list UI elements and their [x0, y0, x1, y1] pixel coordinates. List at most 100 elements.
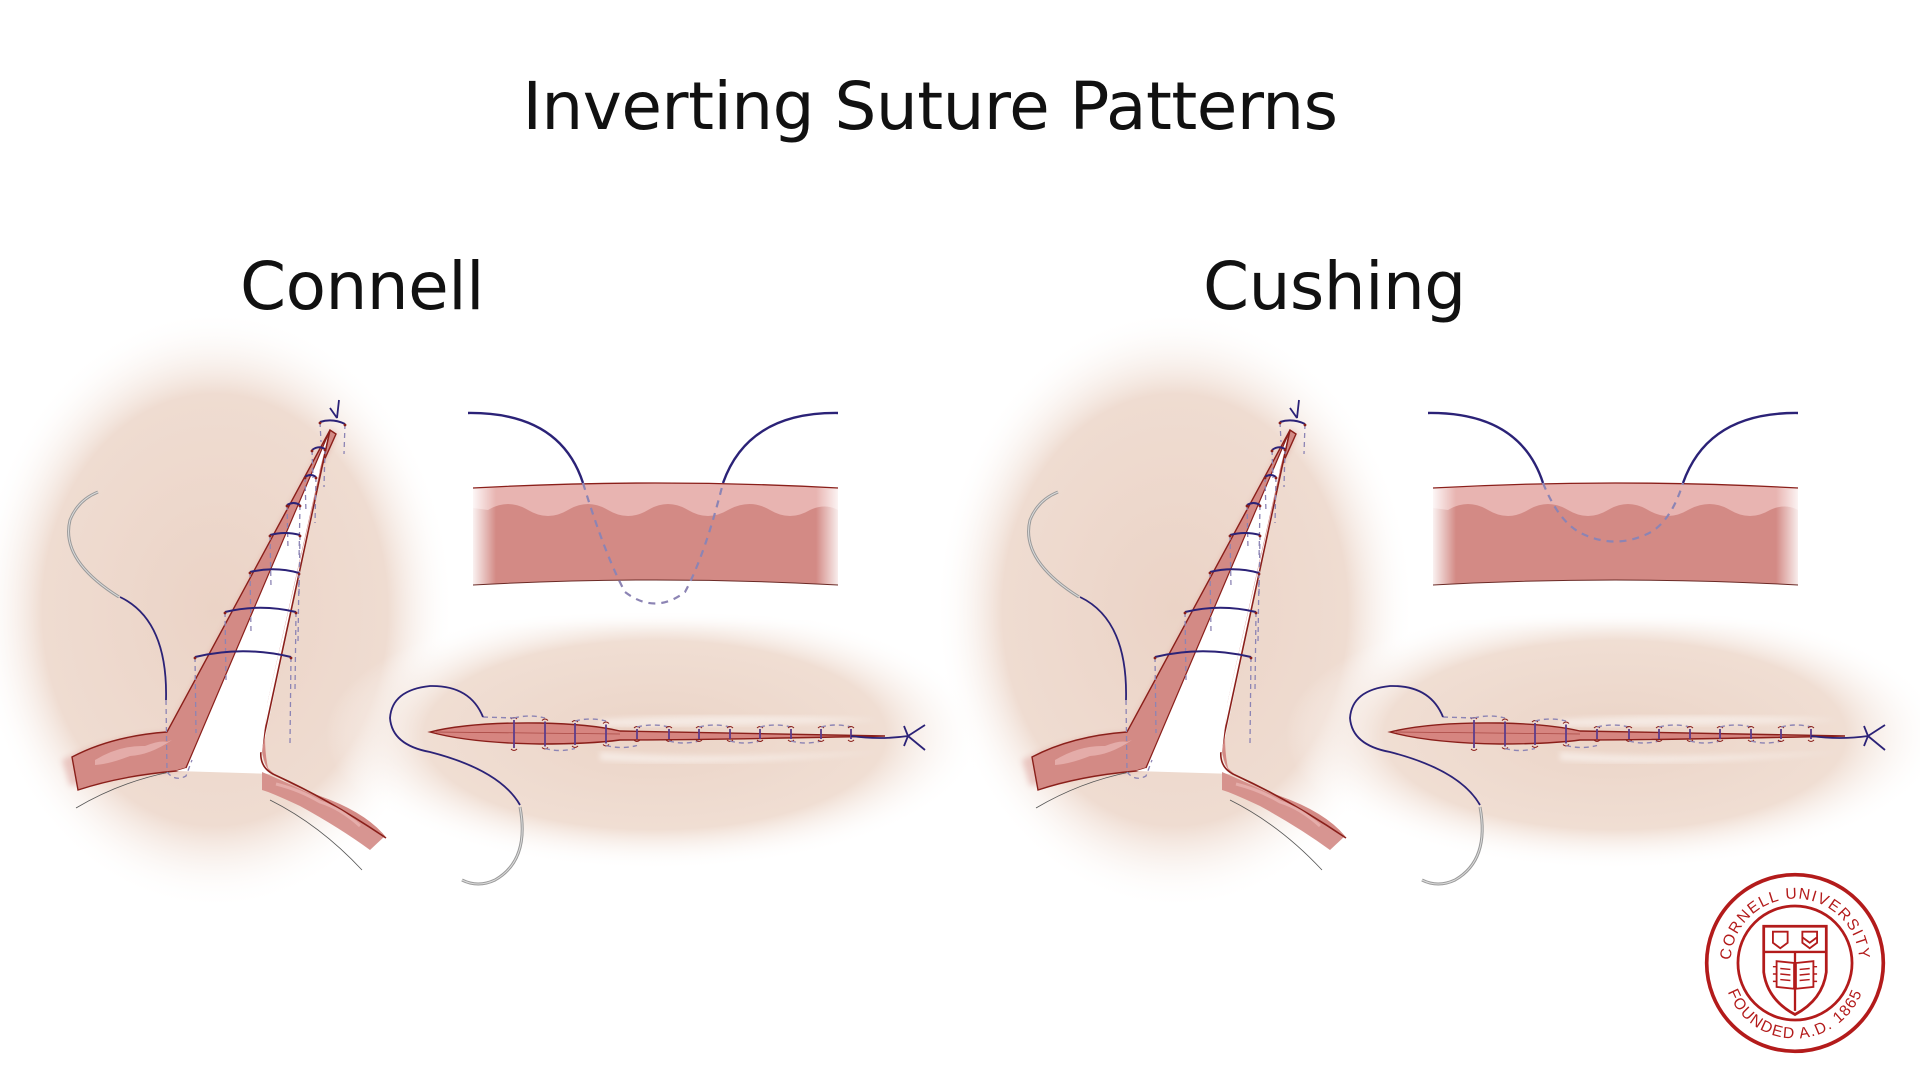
- cross-section-suture-right: [721, 411, 839, 484]
- hidden-suture-segment: [311, 448, 326, 488]
- stitch-bite: [1807, 726, 1815, 742]
- needle-highlight: [1028, 491, 1080, 598]
- stitch-exit-point: [1249, 656, 1253, 660]
- stitch-entry-point: [1263, 476, 1267, 480]
- suture-stitch: [311, 446, 326, 451]
- hidden-suture-segment: [544, 747, 576, 752]
- hidden-suture-segment: [820, 724, 852, 728]
- stitch-exit-point: [323, 448, 327, 452]
- slide-title: Inverting Suture Patterns: [522, 68, 1338, 145]
- suture-stitch: [269, 532, 301, 536]
- hidden-suture-segment: [574, 718, 607, 722]
- right-flap-lower: [262, 772, 385, 850]
- stitch-entry-point: [310, 449, 314, 453]
- hidden-suture-segment: [1534, 718, 1567, 722]
- suture-stitch: [224, 606, 297, 613]
- cross-section-fade: [470, 478, 842, 590]
- suture-knot: [329, 399, 340, 419]
- hidden-suture-segment: [1596, 724, 1630, 728]
- hidden-suture-segment: [605, 744, 638, 749]
- suture-stitch: [249, 568, 300, 574]
- stitch-exit-point: [343, 423, 347, 427]
- hidden-suture-segment: [165, 699, 193, 779]
- hidden-suture-segment: [513, 715, 546, 719]
- stitch-exit-point: [289, 656, 293, 660]
- hidden-suture-segment: [1271, 448, 1286, 488]
- hidden-suture-segment: [1658, 724, 1691, 728]
- stitch-exit-point: [1258, 534, 1262, 538]
- hidden-suture-segment: [1473, 715, 1506, 719]
- cross-section-hidden-suture: [1541, 482, 1685, 543]
- suture-stitch: [304, 474, 317, 478]
- skin-background-vertical: [935, 310, 1415, 910]
- horizontal-thread: [1349, 685, 1481, 806]
- hidden-suture-segment: [1154, 656, 1252, 744]
- stitch-exit-point: [297, 572, 301, 576]
- horizontal-knot: [1810, 724, 1886, 751]
- needle-highlight: [1421, 806, 1483, 885]
- stitch-exit-point: [1254, 611, 1258, 615]
- right-serosa-line: [1229, 799, 1323, 871]
- hidden-suture-segment: [1750, 740, 1782, 744]
- right-flap-edge: [1219, 429, 1347, 839]
- stitch-exit-point: [1283, 448, 1287, 452]
- hidden-suture-segment: [1246, 504, 1261, 560]
- suture-stitch: [1229, 532, 1261, 536]
- cross-section: [467, 411, 842, 605]
- hidden-suture-segment: [1628, 740, 1660, 744]
- hidden-suture-segment: [1780, 724, 1812, 728]
- hidden-suture-segment: [224, 611, 297, 691]
- left-flap-inner-edge: [185, 429, 331, 769]
- cross-section-bottom-edge: [472, 579, 839, 586]
- stitch-entry-point: [1245, 504, 1249, 508]
- stitch-entry-point: [1153, 656, 1157, 660]
- hidden-suture-segment: [304, 476, 317, 524]
- hidden-suture-segment: [194, 656, 292, 744]
- cross-section-top-edge: [1432, 482, 1799, 489]
- left-flap-mucosa: [95, 740, 172, 765]
- stitch-entry-point: [318, 421, 322, 425]
- hidden-suture-segment: [1184, 611, 1257, 691]
- suture-stitch: [1264, 474, 1277, 478]
- stitch-exit-point: [1274, 476, 1278, 480]
- right-flap-mucosa: [275, 782, 362, 828]
- hidden-suture-segment: [668, 740, 700, 744]
- seal-small-shield-left: [1772, 930, 1789, 950]
- stitch-entry-point: [303, 476, 307, 480]
- incision-wound: [1387, 722, 1846, 745]
- hidden-suture-segment: [1279, 421, 1306, 455]
- suture-thread: [1079, 596, 1127, 701]
- cross-section-fade: [1430, 478, 1802, 590]
- hidden-suture-segment: [286, 504, 301, 560]
- cross-section-top-edge: [472, 482, 839, 489]
- stitch-entry-point: [1228, 534, 1232, 538]
- incision-center-line: [1395, 731, 1581, 735]
- left-serosa-line: [75, 771, 171, 809]
- suture-stitch: [286, 502, 301, 506]
- incision-highlight: [1560, 752, 1840, 763]
- stitch-entry-point: [223, 611, 227, 615]
- right-flap-lower: [1222, 772, 1345, 850]
- incision-center-line: [435, 731, 621, 735]
- stitch-entry-point: [285, 504, 289, 508]
- stitch-exit-point: [1257, 572, 1261, 576]
- cross-section-suture-right: [1681, 411, 1799, 484]
- hidden-suture-segment: [729, 740, 761, 744]
- seal-small-shield-right: [1801, 930, 1818, 950]
- cross-section-suture-left: [1427, 411, 1545, 484]
- stitch-exit-point: [298, 504, 302, 508]
- seal-book-lines: [1772, 965, 1818, 983]
- suture-stitch: [1184, 606, 1257, 613]
- cross-section: [1427, 411, 1802, 590]
- cross-section-suture-left: [467, 411, 585, 484]
- hidden-suture-segment: [698, 724, 731, 728]
- hidden-suture-segment: [636, 724, 670, 728]
- needle-highlight: [461, 806, 523, 885]
- seal-inner-ring: [1736, 904, 1854, 1022]
- horizontal-incision: [1349, 685, 1886, 886]
- stitch-entry-point: [1278, 421, 1282, 425]
- skin-background-vertical: [0, 310, 455, 910]
- hidden-suture-segment: [759, 724, 792, 728]
- right-flap-mucosa: [1235, 782, 1322, 828]
